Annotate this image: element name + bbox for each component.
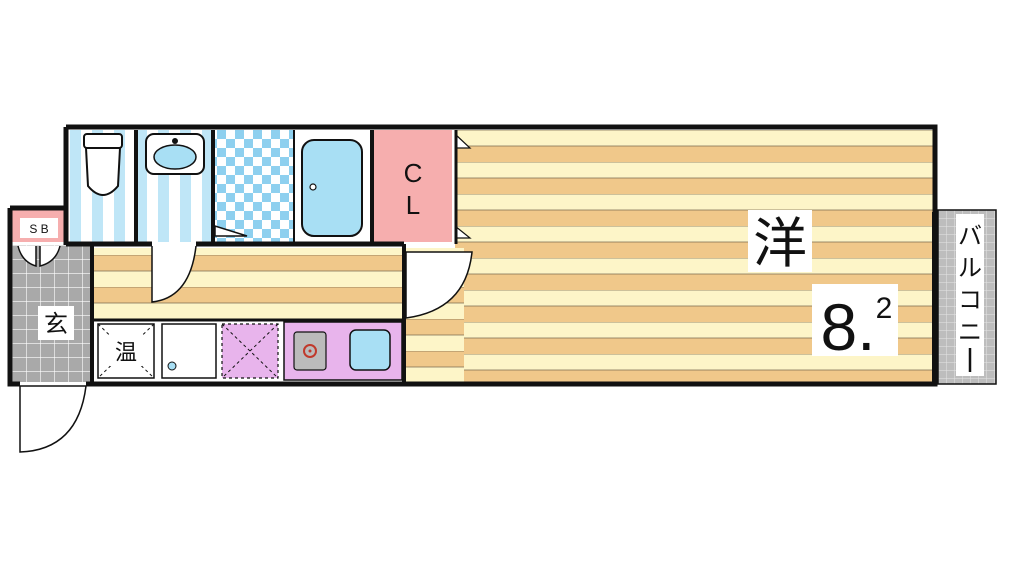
balcony-char-2: ル — [958, 254, 982, 282]
doors — [19, 224, 473, 453]
balcony-char-4: ニ — [958, 318, 982, 346]
closet: C L — [373, 130, 472, 242]
closet-label-l: L — [406, 190, 420, 220]
washroom-door — [151, 245, 197, 303]
room-size-bg — [812, 284, 898, 356]
closet-label-c: C — [404, 158, 423, 188]
shoe-box-label: S B — [29, 222, 48, 236]
room-label-bg — [748, 210, 812, 272]
washroom — [138, 130, 211, 242]
toilet-bowl-icon — [84, 147, 122, 196]
entrance: 玄 — [12, 245, 92, 382]
water-heater-label: 温 — [115, 341, 137, 366]
kitchen: 温 — [92, 320, 404, 382]
balcony-char-3: コ — [958, 286, 982, 314]
bathroom — [215, 130, 369, 242]
front-door — [19, 385, 87, 453]
bath-door-mark — [214, 224, 248, 237]
entrance-label: 玄 — [44, 310, 68, 338]
walls — [7, 124, 938, 387]
room-door — [405, 251, 473, 319]
bathtub-icon — [301, 139, 363, 237]
balcony-char-1: バ — [958, 222, 982, 250]
western-room-label: 洋 — [753, 212, 807, 275]
balcony-char-5: ー — [970, 371, 971, 373]
balcony: バ ル コ ニ ー — [937, 209, 997, 385]
room-size-main: 8. — [820, 290, 875, 364]
toilet-tank-icon — [83, 133, 123, 149]
shoe-box: S B — [12, 210, 66, 242]
western-room — [92, 124, 933, 382]
kitchen-sink-icon — [349, 329, 391, 371]
room-size-fraction: 2 — [876, 292, 893, 325]
toilet-room — [68, 130, 134, 242]
